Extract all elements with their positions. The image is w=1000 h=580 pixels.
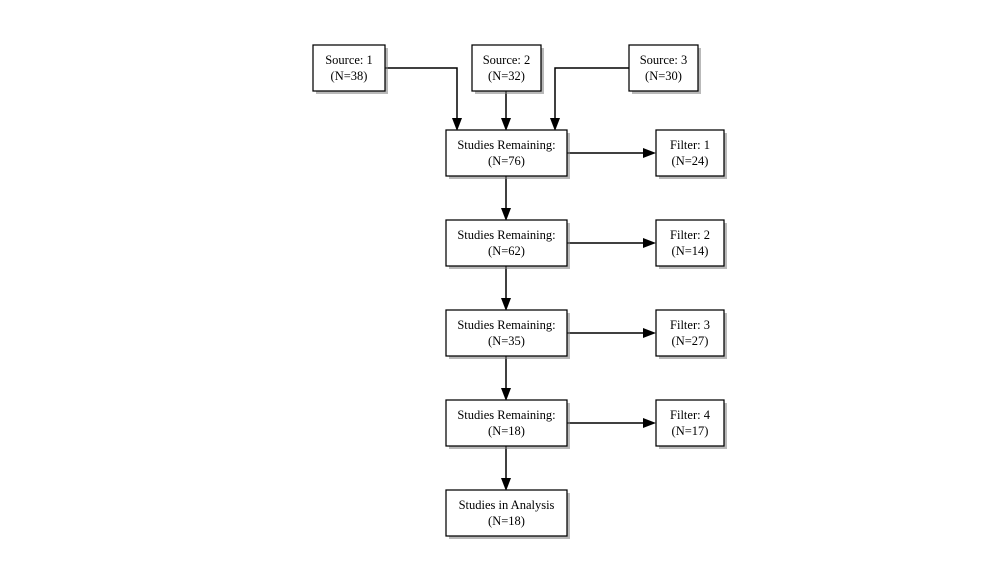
filter-node-group: Filter: 1 (N=24) Filter: 2 (N=14) Filter… <box>655 129 727 449</box>
remaining-2-label: Studies Remaining: <box>457 228 555 242</box>
node-analysis[interactable]: Studies in Analysis (N=18) <box>445 489 570 539</box>
filter-2-label: Filter: 2 <box>670 228 710 242</box>
source-2-label: Source: 2 <box>483 53 531 67</box>
remaining-4-count: (N=18) <box>488 424 525 438</box>
source-3-label: Source: 3 <box>640 53 688 67</box>
edge-remaining-3-to-remaining-4 <box>501 356 511 401</box>
edge-remaining-4-to-analysis <box>501 446 511 491</box>
edge-remaining-4-to-filter-4 <box>567 418 656 428</box>
edge-remaining-2-to-filter-2 <box>567 238 656 248</box>
remaining-3-label: Studies Remaining: <box>457 318 555 332</box>
filter-3-label: Filter: 3 <box>670 318 710 332</box>
source-2-count: (N=32) <box>488 69 525 83</box>
analysis-count: (N=18) <box>488 514 525 528</box>
edge-remaining-3-to-filter-3 <box>567 328 656 338</box>
node-source-2[interactable]: Source: 2 (N=32) <box>471 44 544 94</box>
node-filter-4[interactable]: Filter: 4 (N=17) <box>655 399 727 449</box>
edge-remaining-1-to-remaining-2 <box>501 176 511 221</box>
edge-remaining-2-to-remaining-3 <box>501 266 511 311</box>
remaining-1-label: Studies Remaining: <box>457 138 555 152</box>
node-remaining-4[interactable]: Studies Remaining: (N=18) <box>445 399 570 449</box>
node-source-3[interactable]: Source: 3 (N=30) <box>628 44 701 94</box>
edge-remaining-1-to-filter-1 <box>567 148 656 158</box>
stage-node-group: Studies Remaining: (N=76) Studies Remain… <box>445 129 570 539</box>
edge-source-1-to-remaining-1 <box>385 67 462 131</box>
remaining-1-count: (N=76) <box>488 154 525 168</box>
source-node-group: Source: 1 (N=38) Source: 2 (N=32) Source… <box>312 44 701 94</box>
edge-source-3-to-remaining-1 <box>550 67 629 131</box>
filter-1-label: Filter: 1 <box>670 138 710 152</box>
analysis-label: Studies in Analysis <box>459 498 555 512</box>
filter-1-count: (N=24) <box>672 154 709 168</box>
remaining-3-count: (N=35) <box>488 334 525 348</box>
node-filter-3[interactable]: Filter: 3 (N=27) <box>655 309 727 359</box>
source-1-count: (N=38) <box>331 69 368 83</box>
remaining-4-label: Studies Remaining: <box>457 408 555 422</box>
node-filter-2[interactable]: Filter: 2 (N=14) <box>655 219 727 269</box>
source-3-count: (N=30) <box>645 69 682 83</box>
node-source-1[interactable]: Source: 1 (N=38) <box>312 44 388 94</box>
source-1-label: Source: 1 <box>325 53 373 67</box>
filter-4-count: (N=17) <box>672 424 709 438</box>
filter-2-count: (N=14) <box>672 244 709 258</box>
filter-3-count: (N=27) <box>672 334 709 348</box>
node-remaining-1[interactable]: Studies Remaining: (N=76) <box>445 129 570 179</box>
node-remaining-3[interactable]: Studies Remaining: (N=35) <box>445 309 570 359</box>
edge-source-2-to-remaining-1 <box>501 91 511 131</box>
remaining-2-count: (N=62) <box>488 244 525 258</box>
node-remaining-2[interactable]: Studies Remaining: (N=62) <box>445 219 570 269</box>
edge-layer <box>385 67 656 491</box>
node-filter-1[interactable]: Filter: 1 (N=24) <box>655 129 727 179</box>
filter-4-label: Filter: 4 <box>670 408 711 422</box>
